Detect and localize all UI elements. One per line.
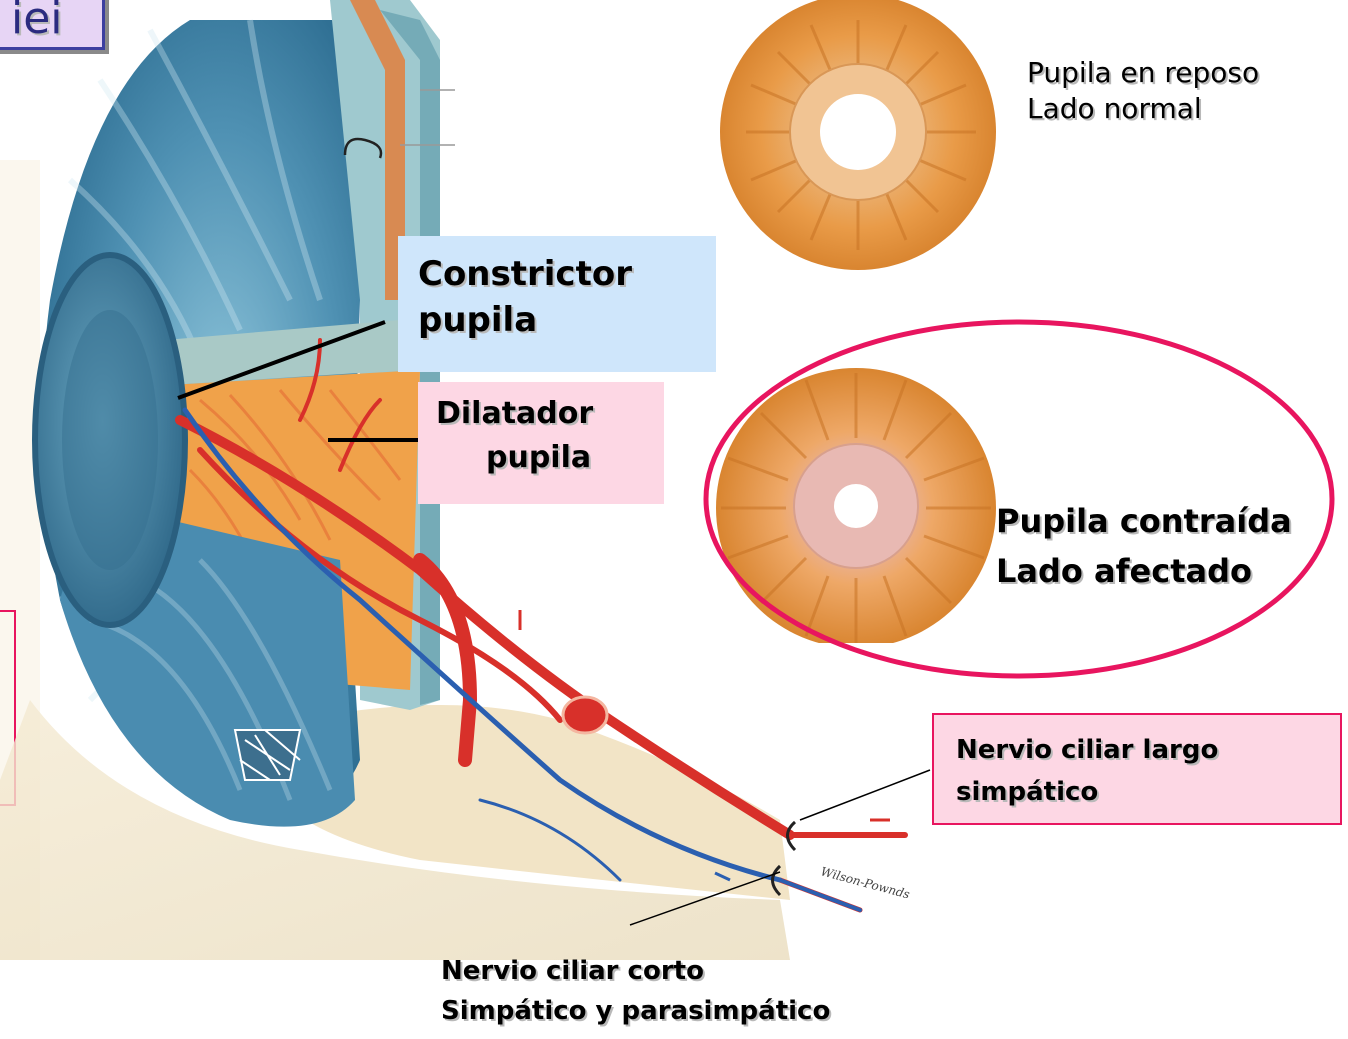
rest-label-line1: Pupila en reposo: [1027, 56, 1259, 89]
corner-title-text: iei: [11, 0, 63, 44]
constrictor-label-line2: pupila: [418, 300, 537, 340]
short-nerve-label-line2: Simpático y parasimpático: [441, 996, 830, 1026]
constrictor-label-box: Constrictor pupila: [398, 236, 716, 372]
constrictor-label-line1: Constrictor: [418, 254, 632, 294]
pupil-rest-illustration: [716, 0, 1001, 275]
contracted-label-line1: Pupila contraída: [996, 502, 1292, 540]
short-nerve-label-line1: Nervio ciliar corto: [441, 956, 704, 986]
contracted-label-line2: Lado afectado: [996, 552, 1252, 590]
dilatador-label-line2: pupila: [486, 440, 591, 475]
long-nerve-label-box: Nervio ciliar largo simpático: [932, 713, 1342, 825]
rest-label-line2: Lado normal: [1027, 92, 1202, 125]
corner-title-box: iei: [0, 0, 105, 50]
dilatador-label-line1: Dilatador: [436, 396, 593, 431]
dilatador-label-box: Dilatador pupila: [418, 382, 664, 504]
long-nerve-label-line2: simpático: [956, 777, 1098, 807]
long-nerve-label-line1: Nervio ciliar largo: [956, 735, 1218, 765]
